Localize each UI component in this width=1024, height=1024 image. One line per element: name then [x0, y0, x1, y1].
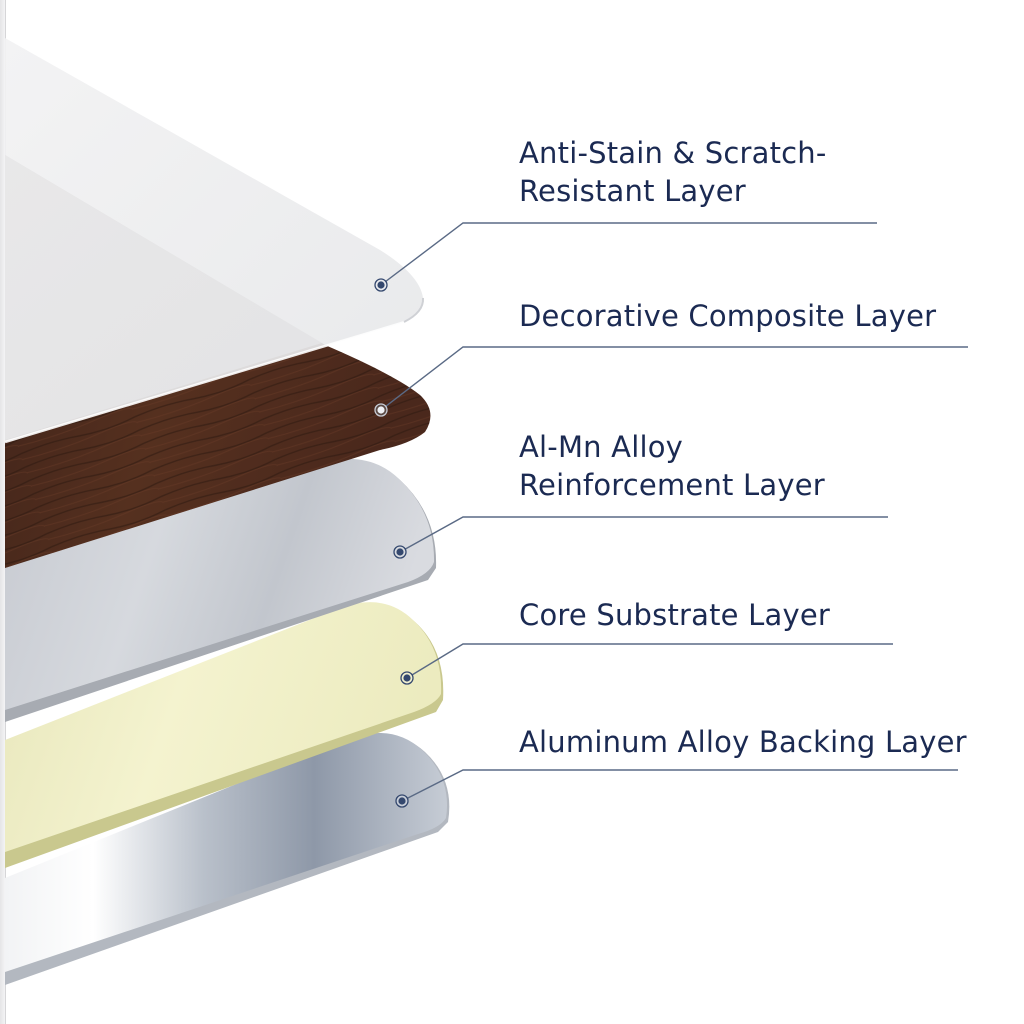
leader-line-4 — [406, 643, 893, 679]
label-aluminum-backing-layer: Aluminum Alloy Backing Layer — [519, 723, 967, 761]
leader-line-5 — [401, 769, 958, 802]
marker-dot-icon — [374, 278, 388, 292]
marker-dot-icon — [393, 545, 407, 559]
anti-stain-scratch-layer — [4, 38, 425, 444]
leader-line-2 — [380, 346, 968, 411]
label-core-substrate-layer: Core Substrate Layer — [519, 596, 830, 634]
label-line: Decorative Composite Layer — [519, 299, 937, 333]
al-mn-reinforcement-layer — [5, 458, 437, 722]
leader-lines — [380, 222, 968, 802]
label-line: Reinforcement Layer — [519, 468, 825, 502]
marker-dot-icon — [395, 794, 409, 808]
label-al-mn-reinforcement-layer: Al-Mn Alloy Reinforcement Layer — [519, 428, 825, 504]
aluminum-backing-layer — [5, 732, 450, 985]
label-decorative-composite-layer: Decorative Composite Layer — [519, 297, 936, 335]
label-line: Aluminum Alloy Backing Layer — [519, 725, 967, 759]
core-substrate-layer — [5, 602, 444, 868]
label-line: Anti-Stain & Scratch- — [519, 136, 827, 170]
marker-dot-icon — [374, 403, 388, 417]
leader-line-1 — [380, 222, 877, 286]
label-line: Core Substrate Layer — [519, 598, 830, 632]
label-anti-stain-scratch-layer: Anti-Stain & Scratch- Resistant Layer — [519, 134, 827, 210]
marker-dots — [374, 278, 414, 808]
leader-line-3 — [399, 516, 888, 553]
marker-dot-icon — [400, 671, 414, 685]
label-line: Resistant Layer — [519, 174, 746, 208]
label-line: Al-Mn Alloy — [519, 430, 684, 464]
